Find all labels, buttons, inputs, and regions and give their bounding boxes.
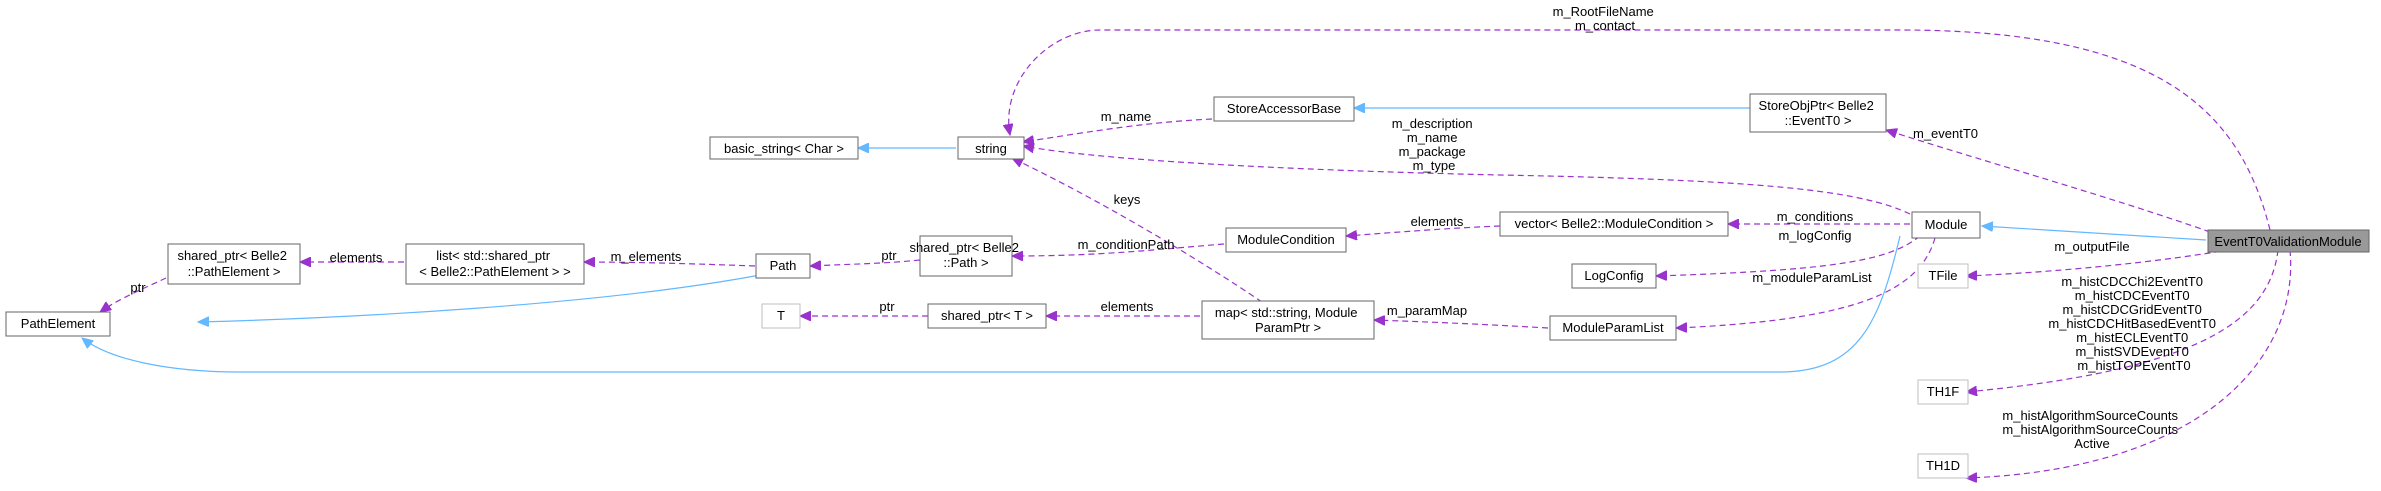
node-basic-string[interactable]: basic_string< Char >: [709, 136, 859, 160]
edge-validation-module-inherit: [1982, 226, 2207, 241]
edge-histos-th1f: [1966, 249, 2279, 392]
node-path[interactable]: Path: [755, 253, 811, 279]
node-list-shared-ptr[interactable]: list< std::shared_ptr < Belle2::PathElem…: [405, 243, 585, 285]
edge-m-name: [1023, 118, 1213, 142]
svg-text:list< std::shared_ptr: list< std::shared_ptr < Belle2::PathElem…: [419, 248, 570, 279]
svg-text:EventT0ValidationModule: EventT0ValidationModule: [2214, 234, 2361, 249]
edge-label-ptr-t: ptr: [879, 299, 895, 314]
svg-text:Path: Path: [770, 258, 797, 273]
svg-text:string: string: [975, 141, 1007, 156]
edge-label-m-output-file: m_outputFile: [2054, 239, 2129, 254]
svg-text:TFile: TFile: [1929, 268, 1958, 283]
edge-label-histos-th1f: m_histCDCChi2EventT0 m_histCDCEventT0 m_…: [2048, 274, 2219, 373]
node-vector-module-condition[interactable]: vector< Belle2::ModuleCondition >: [1499, 211, 1729, 237]
edge-root-file-contact: [1009, 29, 2271, 231]
node-store-accessor-base[interactable]: StoreAccessorBase: [1213, 96, 1355, 122]
svg-text:T: T: [777, 308, 785, 323]
edge-label-m-condition-path: m_conditionPath: [1078, 237, 1175, 252]
edge-m-output-file: [1966, 247, 2241, 276]
edge-label-m-event-t0: m_eventT0: [1913, 126, 1978, 141]
svg-text:basic_string< Char >: basic_string< Char >: [724, 141, 844, 156]
edge-label-ptr-path-element: ptr: [130, 280, 146, 295]
edge-label-m-elements: m_elements: [611, 249, 682, 264]
edge-label-root-file-contact: m_RootFileName m_contact: [1553, 4, 1658, 33]
edge-labels: m_RootFileName m_contact m_name m_descri…: [130, 4, 2219, 451]
svg-text:shared_ptr< Belle2 ::P: shared_ptr< Belle2 ::PathElement >: [177, 248, 290, 279]
node-tfile[interactable]: TFile: [1917, 263, 1969, 289]
node-map-module-param[interactable]: map< std::string, Module ParamPtr >: [1201, 300, 1375, 340]
node-th1f[interactable]: TH1F: [1917, 379, 1969, 405]
nodes: EventT0ValidationModule Module string ba…: [5, 93, 2370, 479]
edge-label-keys: keys: [1114, 192, 1141, 207]
svg-text:LogConfig: LogConfig: [1584, 268, 1643, 283]
node-string[interactable]: string: [957, 136, 1025, 160]
edge-ptr-path: [810, 259, 921, 266]
edges: [82, 29, 2292, 478]
edge-module-strings: [1023, 146, 1911, 215]
node-t-template[interactable]: T: [761, 303, 801, 329]
edge-m-log-config: [1656, 235, 1921, 276]
node-shared-ptr-path-element[interactable]: shared_ptr< Belle2 ::PathElement >: [167, 243, 301, 285]
svg-text:StoreObjPtr< Belle2 ::: StoreObjPtr< Belle2 ::EventT0 >: [1759, 98, 1878, 128]
svg-text:TH1D: TH1D: [1926, 458, 1960, 473]
edge-m-module-param-list: [1676, 237, 1936, 328]
edge-m-elements: [584, 262, 756, 266]
edge-label-m-module-param-list: m_moduleParamList: [1752, 270, 1872, 285]
svg-text:map< std::string, Module: map< std::string, Module ParamPtr >: [1215, 305, 1361, 335]
edge-path-inherit: [198, 274, 761, 322]
edge-keys: [1012, 157, 1263, 303]
edge-m-param-map: [1374, 320, 1549, 329]
svg-text:ModuleCondition: ModuleCondition: [1237, 232, 1335, 247]
edge-m-event-t0: [1886, 130, 2211, 233]
node-shared-ptr-t[interactable]: shared_ptr< T >: [927, 303, 1047, 329]
svg-text:ModuleParamList: ModuleParamList: [1562, 320, 1664, 335]
edge-label-module-strings: m_description m_name m_package m_type: [1392, 116, 1477, 173]
edge-m-condition-path: [1012, 243, 1225, 256]
edge-label-m-conditions: m_conditions: [1777, 209, 1854, 224]
edge-histos-th1d: [1966, 249, 2292, 478]
edge-label-ptr-path: ptr: [881, 248, 897, 263]
edge-label-m-log-config: m_logConfig: [1779, 228, 1852, 243]
edge-module-inherit: [82, 235, 1901, 373]
edge-label-elements-shared-t: elements: [1101, 299, 1154, 314]
edge-elements-condition: [1346, 225, 1501, 236]
node-th1d[interactable]: TH1D: [1917, 453, 1969, 479]
node-module-condition[interactable]: ModuleCondition: [1225, 227, 1347, 253]
node-module[interactable]: Module: [1911, 211, 1981, 239]
svg-text:Module: Module: [1925, 217, 1968, 232]
svg-text:StoreAccessorBase: StoreAccessorBase: [1227, 101, 1341, 116]
node-log-config[interactable]: LogConfig: [1571, 263, 1657, 289]
node-shared-ptr-path[interactable]: shared_ptr< Belle2 ::Path >: [909, 235, 1022, 277]
node-module-param-list[interactable]: ModuleParamList: [1549, 315, 1677, 341]
node-path-element[interactable]: PathElement: [5, 311, 111, 337]
node-event-t0-validation-module[interactable]: EventT0ValidationModule: [2207, 229, 2370, 253]
edge-label-elements-path-element: elements: [330, 250, 383, 265]
svg-text:TH1F: TH1F: [1927, 384, 1960, 399]
svg-text:shared_ptr< Belle2 ::P: shared_ptr< Belle2 ::Path >: [909, 240, 1022, 270]
edge-label-m-param-map: m_paramMap: [1387, 303, 1467, 318]
svg-text:vector< Belle2::ModuleConditio: vector< Belle2::ModuleCondition >: [1515, 216, 1714, 231]
edge-label-m-name: m_name: [1101, 109, 1152, 124]
edge-label-histos-th1d: m_histAlgorithmSourceCounts m_histAlgori…: [2002, 408, 2181, 451]
svg-text:PathElement: PathElement: [21, 316, 96, 331]
edge-label-elements-condition: elements: [1411, 214, 1464, 229]
node-store-obj-ptr[interactable]: StoreObjPtr< Belle2 ::EventT0 >: [1749, 93, 1887, 133]
svg-text:shared_ptr< T >: shared_ptr< T >: [941, 308, 1033, 323]
